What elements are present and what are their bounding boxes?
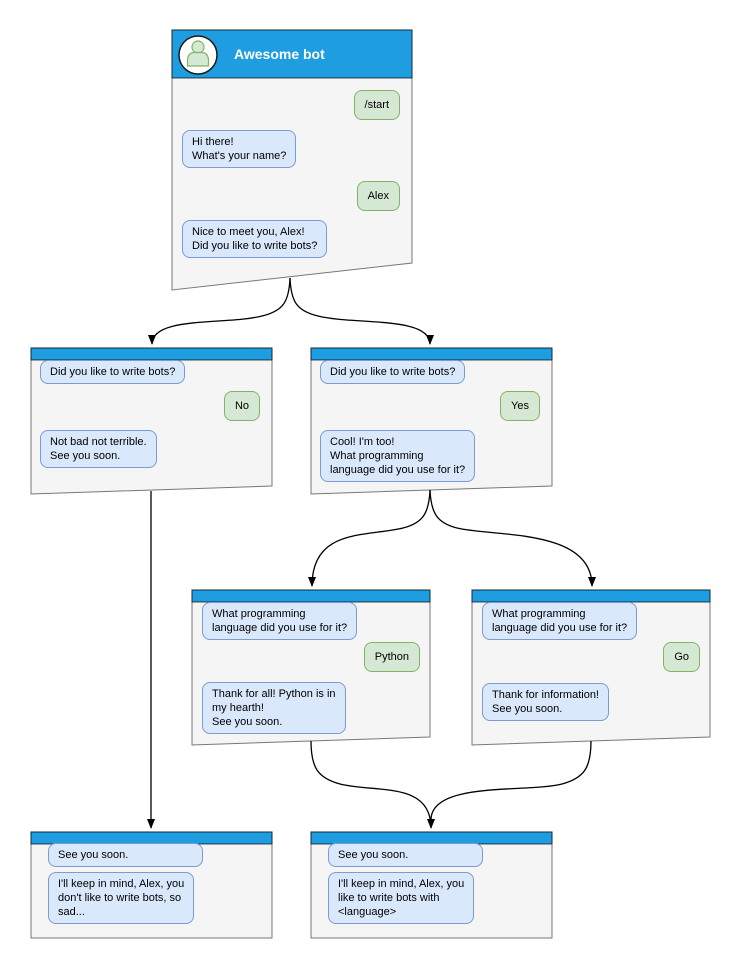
arrow-start-to-yes	[289, 277, 434, 345]
bot-message: Did you like to write bots?	[40, 360, 186, 384]
bot-message: Hi there! What's your name?	[182, 130, 297, 168]
bot-message: Thank for information! See you soon.	[482, 683, 609, 721]
user-message: Python	[363, 642, 420, 672]
bot-message: Thank for all! Python is in my hearth! S…	[202, 682, 346, 734]
bot-message: I'll keep in mind, Alex, you like to wri…	[328, 872, 475, 924]
bot-message: What programming language did you use fo…	[202, 602, 358, 640]
bot-message: Cool! I'm too! What programming language…	[320, 430, 476, 482]
chat-window-end-yes: See you soon. I'll keep in mind, Alex, y…	[311, 832, 552, 938]
chat-window-start: Awesome bot /start Hi there! What's your…	[172, 30, 412, 280]
arrow-python-to-end	[310, 740, 435, 829]
user-icon	[186, 40, 210, 67]
bot-message: Not bad not terrible. See you soon.	[40, 430, 157, 468]
arrow-yes-to-go	[429, 489, 596, 587]
bot-message: Did you like to write bots?	[320, 360, 466, 384]
user-message: Go	[663, 642, 700, 672]
user-message: No	[223, 391, 260, 421]
user-message: Yes	[500, 391, 540, 421]
bot-message: See you soon.	[48, 843, 203, 867]
arrow-go-to-end	[430, 740, 592, 821]
chat-window-end-no: See you soon. I'll keep in mind, Alex, y…	[31, 832, 272, 938]
bot-message: Nice to meet you, Alex! Did you like to …	[182, 220, 328, 258]
arrow-start-to-no	[148, 277, 291, 345]
avatar	[178, 35, 218, 75]
window-title: Awesome bot	[234, 46, 325, 62]
arrow-yes-to-python	[308, 489, 431, 587]
user-message: /start	[353, 90, 400, 120]
user-message: Alex	[356, 181, 400, 211]
chat-window-yes: Did you like to write bots? Yes Cool! I'…	[311, 348, 552, 488]
bot-message: I'll keep in mind, Alex, you don't like …	[48, 872, 195, 924]
chat-window-no: Did you like to write bots? No Not bad n…	[31, 348, 272, 488]
bot-message: See you soon.	[328, 843, 483, 867]
chat-window-go: What programming language did you use fo…	[472, 590, 710, 740]
chat-window-python: What programming language did you use fo…	[192, 590, 430, 740]
bot-message: What programming language did you use fo…	[482, 602, 638, 640]
